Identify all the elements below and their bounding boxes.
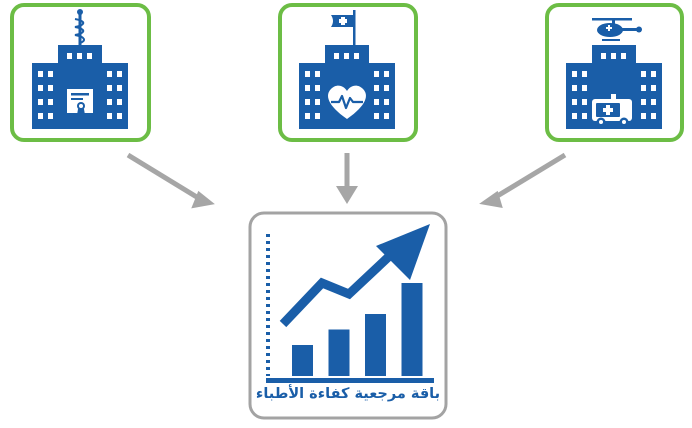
result-card — [248, 211, 448, 420]
result-caption: باقة مرجعية كفاءة الأطباء — [255, 386, 441, 402]
hospital-heart-card — [278, 3, 418, 142]
arrow-from-center — [336, 153, 358, 204]
heart-pulse-icon — [328, 85, 366, 119]
trend-line — [279, 244, 402, 328]
trend-arrowhead — [376, 224, 430, 280]
arrow-from-right — [479, 152, 567, 208]
hospital-certificate-icon — [32, 9, 128, 129]
certificate-icon — [67, 89, 93, 115]
hospital-certificate-card — [10, 3, 151, 142]
helicopter-icon — [592, 18, 642, 41]
chart-bar-3 — [365, 314, 386, 376]
growth-chart-icon — [266, 224, 434, 383]
chart-bar-2 — [328, 329, 350, 376]
chart-bar-1 — [292, 345, 313, 376]
ambulance-icon — [592, 94, 632, 127]
arrow-from-left — [126, 152, 215, 209]
hospital-ambulance-icon — [566, 18, 662, 129]
chart-baseline — [266, 378, 434, 383]
hospital-heart-icon — [299, 10, 395, 129]
hospital-flag-icon — [331, 10, 356, 46]
chart-bar-4 — [401, 283, 423, 376]
hospital-ambulance-card — [545, 3, 684, 142]
medical-staff-emblem-icon — [74, 9, 85, 45]
